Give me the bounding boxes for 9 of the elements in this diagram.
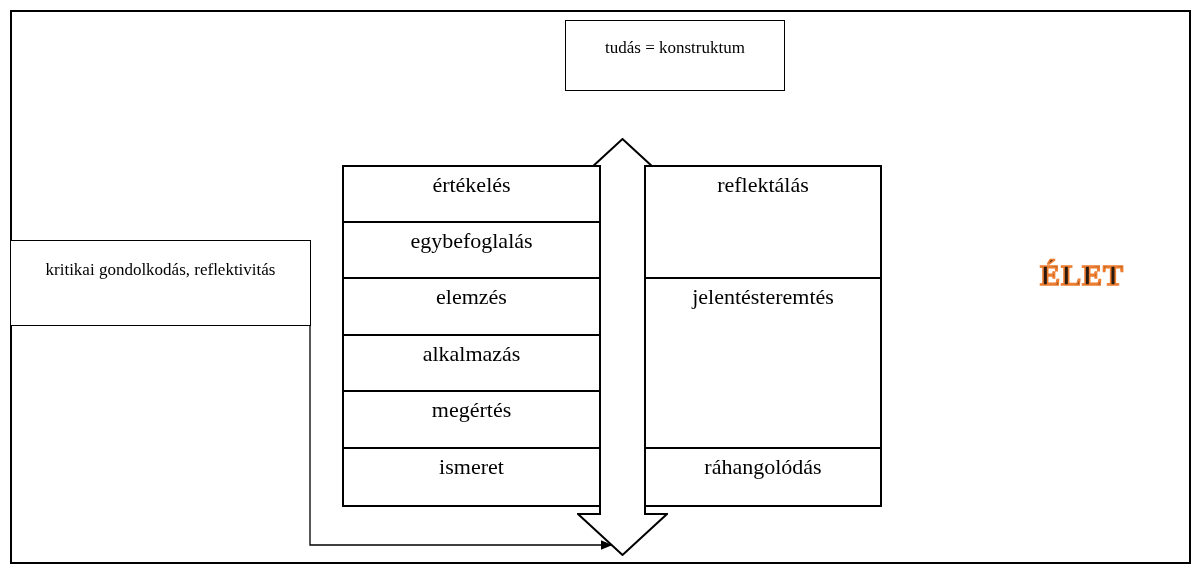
level-cell: reflektálás <box>644 165 882 279</box>
text-box: tudás = konstruktum <box>565 20 785 91</box>
level-cell: ismeret <box>342 447 601 507</box>
connector-arrow <box>309 325 613 550</box>
text-box: kritikai gondolkodás, reflektivitás <box>10 240 311 326</box>
level-cell: értékelés <box>342 165 601 223</box>
level-cell: ráhangolódás <box>644 447 882 507</box>
title-word: ÉLET <box>1040 258 1125 292</box>
double-arrow <box>577 138 668 556</box>
